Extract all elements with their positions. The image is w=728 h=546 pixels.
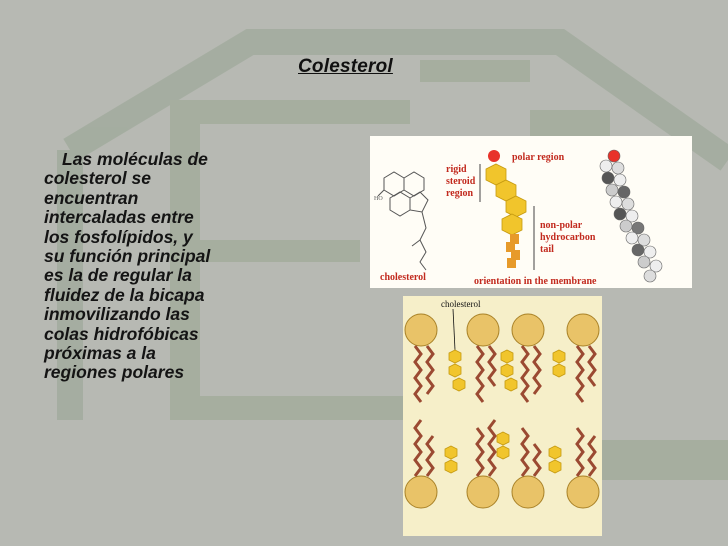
- cholesterol-structure-figure: HO rigid steroid region polar region non…: [370, 136, 692, 288]
- space-filling-model: [599, 149, 663, 283]
- body-line: los fosfolípidos, y: [44, 226, 193, 247]
- skeletal-formula: [377, 171, 429, 271]
- hydrocarbon-label: hydrocarbon: [540, 232, 596, 243]
- body-line: su función principal: [44, 246, 211, 267]
- body-line: Las moléculas de: [62, 149, 208, 169]
- polar-head-circle: [488, 150, 500, 162]
- bottom-phospholipid-heads: [404, 475, 600, 509]
- body-line: colesterol se: [44, 168, 151, 189]
- cholesterol-structure-diagram: HO rigid steroid region polar region non…: [374, 149, 663, 287]
- steroid-rings: [485, 163, 527, 236]
- body-line: colas hidrofóbicas: [44, 323, 199, 344]
- lipid-tails: [413, 345, 597, 477]
- membrane-cholesterol-figure: cholesterol: [403, 296, 602, 536]
- steroid-label: steroid: [446, 176, 476, 187]
- label-pointer-line: [452, 308, 456, 351]
- body-line: próximas a la: [44, 343, 156, 364]
- hydrocarbon-tail: [506, 234, 520, 268]
- body-line: encuentran: [44, 187, 139, 208]
- body-line: intercaladas entre: [44, 207, 194, 228]
- rigid-label: rigid: [446, 164, 467, 175]
- membrane-cholesterol-label: cholesterol: [441, 299, 481, 309]
- cholesterol-caption: cholesterol: [380, 272, 426, 283]
- cholesterol-molecules-bottom: [444, 431, 562, 474]
- top-phospholipid-heads: [404, 313, 600, 347]
- body-line: fluidez de la bicapa: [44, 284, 205, 305]
- slide-title: Colesterol: [298, 56, 393, 77]
- body-line: regiones polares: [44, 362, 185, 383]
- membrane-diagram: cholesterol: [404, 299, 600, 509]
- polar-region-label: polar region: [512, 152, 565, 163]
- body-line: inmovilizando las: [44, 304, 190, 325]
- tail-label: tail: [540, 244, 554, 255]
- nonpolar-label: non-polar: [540, 220, 583, 231]
- body-line: es la de regular la: [44, 265, 192, 286]
- svg-text:HO: HO: [374, 196, 383, 202]
- slide-body-text: Las moléculas de colesterol se encuentra…: [44, 149, 294, 383]
- region-label: region: [446, 188, 473, 199]
- orientation-caption: orientation in the membrane: [474, 276, 597, 287]
- cholesterol-molecules-top: [448, 349, 566, 392]
